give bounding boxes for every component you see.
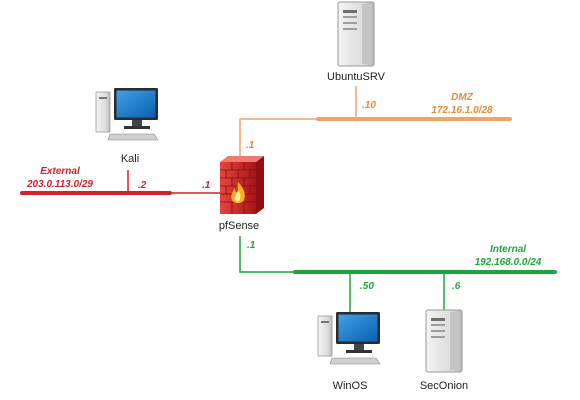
dmz-network-cidr: 172.16.1.0/28 — [431, 105, 493, 116]
pfsense-dmz-ip: .1 — [246, 140, 255, 151]
ubuntusrv-ip: .10 — [362, 100, 376, 111]
desktop-computer-icon — [317, 312, 381, 365]
seconion-ip: .6 — [452, 281, 461, 292]
seconion-label: SecOnion — [420, 380, 468, 392]
pfsense-dmz-link — [239, 118, 318, 158]
kali-label: Kali — [121, 153, 139, 165]
external-network-cidr: 203.0.113.0/29 — [26, 179, 93, 190]
kali-ip: .2 — [138, 180, 147, 191]
external-network-name: External — [40, 166, 80, 177]
pfsense-internal-ip: .1 — [247, 240, 256, 251]
winos-ip: .50 — [360, 281, 374, 292]
dmz-network-name: DMZ — [451, 92, 474, 103]
winos-label: WinOS — [333, 380, 368, 392]
ubuntusrv-label: UbuntuSRV — [327, 71, 386, 83]
tower-server-icon — [425, 309, 463, 373]
links — [20, 86, 557, 312]
internal-network-name: Internal — [490, 244, 526, 255]
pfsense-label: pfSense — [219, 220, 259, 232]
fire-icon — [231, 182, 245, 203]
internal-network-cidr: 192.168.0.0/24 — [475, 257, 542, 268]
pfsense-internal-link — [239, 236, 295, 273]
tower-server-icon — [337, 1, 375, 67]
pfsense-external-ip: .1 — [202, 180, 211, 191]
firewall-icon — [220, 156, 264, 214]
desktop-computer-icon — [95, 88, 159, 141]
